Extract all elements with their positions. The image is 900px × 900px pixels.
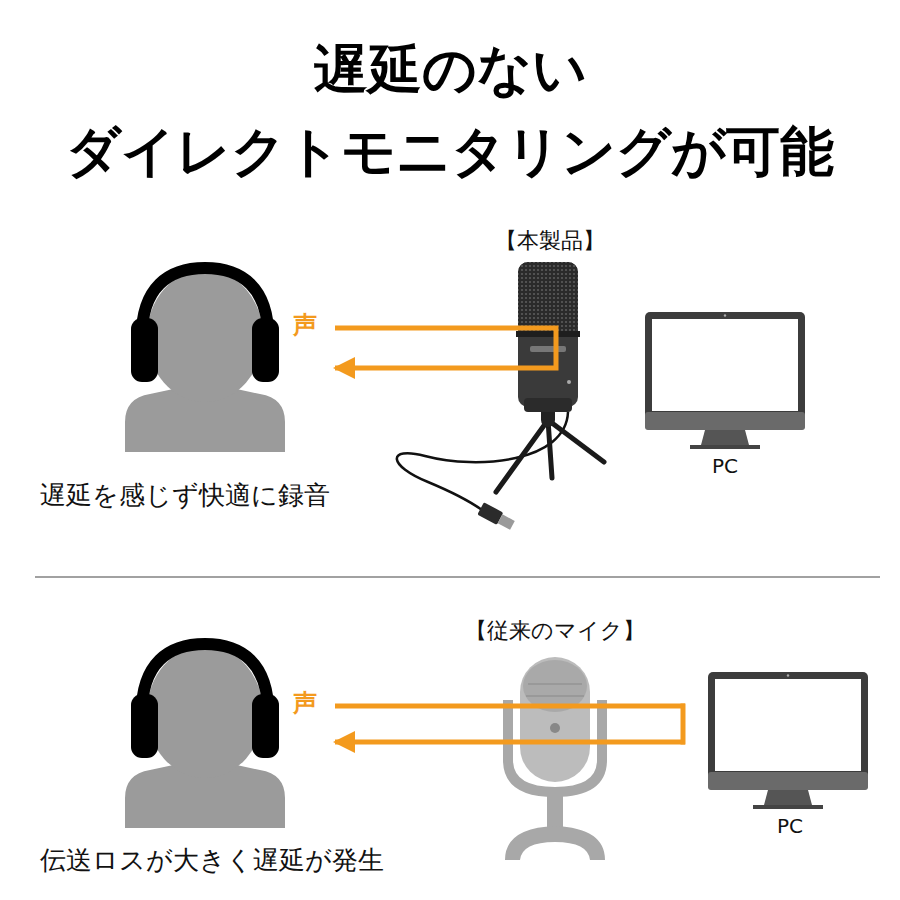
ear-cup <box>252 318 279 382</box>
diagram-title: 遅延のない ダイレクトモニタリングが可能 <box>0 29 900 193</box>
listener-figure <box>125 268 285 452</box>
tripod-leg <box>548 420 552 478</box>
edge-label: 声 <box>293 310 317 340</box>
signal-arrow <box>335 704 685 709</box>
signal-arrow <box>335 740 685 745</box>
monitor-screen <box>652 319 798 411</box>
node-label: 遅延を感じず快適に録音 <box>40 480 460 511</box>
microphone-node: 【本製品】 <box>515 228 585 503</box>
pc-monitor <box>645 312 805 449</box>
node-label: 伝送ロスが大きく遅延が発生 <box>40 845 480 876</box>
microphone-node: 【従来のマイク】 <box>505 618 605 868</box>
monitor-chin <box>645 412 805 430</box>
pc-node: PC <box>640 310 810 480</box>
mic-base <box>505 826 605 860</box>
monitor-frame <box>708 672 868 790</box>
monitor-loop <box>681 706 686 742</box>
node-label: PC <box>640 454 810 478</box>
mic-ring <box>516 331 580 337</box>
mic-base-cap <box>524 398 572 412</box>
tripod-leg <box>496 420 548 492</box>
monitor-loop <box>515 328 556 368</box>
usb-cable <box>397 412 568 510</box>
monitor-neck <box>764 790 812 805</box>
ear-cup <box>252 694 279 758</box>
node-label: 【本製品】 <box>475 228 625 254</box>
plug-metal <box>498 514 515 529</box>
mic-grille <box>518 262 578 334</box>
grille-line <box>528 683 582 685</box>
headphone-band <box>142 268 269 348</box>
listener-node: 遅延を感じず快適に録音 <box>125 262 335 512</box>
head <box>147 646 263 778</box>
monitor-screen <box>715 679 861 771</box>
monitor-foot <box>753 805 823 809</box>
conventional-microphone <box>505 657 683 860</box>
mic-grille <box>523 660 587 712</box>
section-divider <box>35 576 880 577</box>
pc-node: PC <box>685 670 875 840</box>
listener-node: 伝送ロスが大きく遅延が発生 <box>125 638 335 878</box>
usb-plug <box>477 502 515 531</box>
head <box>147 270 263 402</box>
tripod-leg <box>548 420 604 462</box>
monitor-camera <box>787 674 789 676</box>
monitor-frame <box>645 312 805 430</box>
signal-arrow <box>335 366 515 371</box>
monitor-neck <box>701 430 749 445</box>
node-label: PC <box>700 814 880 838</box>
mic-indicator <box>567 380 571 384</box>
listener-figure <box>125 644 285 828</box>
mic-body <box>520 657 590 782</box>
mic-knob <box>550 723 560 733</box>
signal-arrow <box>335 326 515 331</box>
headphone-band <box>142 644 269 724</box>
grille-line <box>526 695 584 697</box>
ear-cup <box>131 318 158 382</box>
ear-cup <box>131 694 158 758</box>
mic-logo <box>530 346 566 352</box>
monitor-foot <box>690 445 760 449</box>
usb-microphone <box>397 262 604 532</box>
monitor-chin <box>708 772 868 790</box>
edge-label: 声 <box>293 688 317 718</box>
node-label: 【従来のマイク】 <box>455 618 655 644</box>
mic-stem <box>547 788 563 832</box>
monitor-camera <box>724 314 726 316</box>
pc-monitor <box>708 672 868 809</box>
